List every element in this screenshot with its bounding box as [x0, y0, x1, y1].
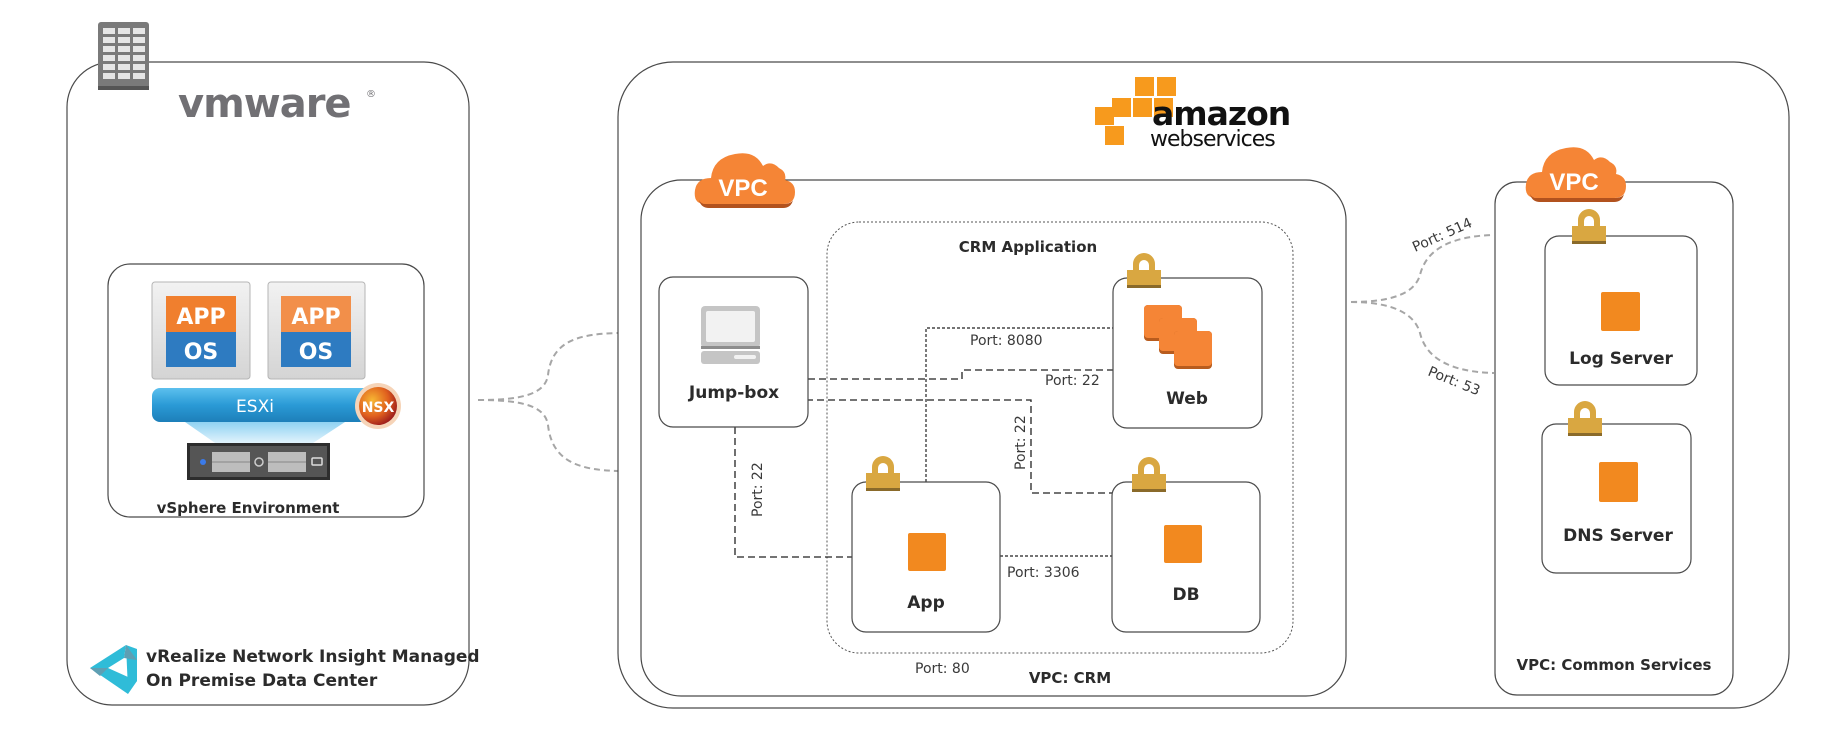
vpc-common-services-label: VPC: Common Services — [1517, 656, 1712, 674]
vpc-crm-box[interactable] — [640, 179, 1347, 697]
building-window — [133, 55, 145, 61]
crm-application-label: CRM Application — [959, 238, 1097, 256]
connection-jumpbox-to-web — [808, 369, 1113, 380]
crm-application-group[interactable] — [826, 221, 1294, 654]
building-window — [118, 73, 130, 79]
esxi-bar: ESXi — [152, 388, 372, 422]
footer-title-line2: On Premise Data Center — [146, 671, 378, 691]
dns-server-lock-icon — [1568, 401, 1602, 436]
vpc-common-cloud-icon: VPC — [1525, 147, 1626, 202]
building-window — [103, 28, 115, 34]
dns-server-instance-icon — [1599, 462, 1638, 502]
building-window — [133, 73, 145, 79]
vsphere-label: vSphere Environment — [157, 499, 340, 517]
app-lock-icon — [866, 456, 900, 491]
vm-1-os-label: OS — [184, 340, 219, 365]
log-server-instance-icon — [1601, 292, 1640, 331]
connector-onprem-to-aws-top — [477, 332, 619, 401]
nsx-label: NSX — [362, 400, 395, 416]
vrealize-logo-icon — [90, 645, 137, 694]
aws-cubes-icon — [1095, 77, 1176, 145]
log-server-node[interactable]: Log Server — [1544, 235, 1698, 386]
registered-mark: ® — [366, 89, 376, 100]
building-window — [118, 28, 130, 34]
port-label-8080: Port: 8080 — [970, 333, 1043, 349]
vpc-crm-badge-label: VPC — [718, 175, 767, 202]
building-window — [118, 46, 130, 52]
connector-crm-to-dns — [1350, 301, 1495, 374]
esxi-beam — [185, 422, 345, 445]
web-lock-icon — [1127, 253, 1161, 288]
on-premise-container — [66, 61, 470, 706]
vm-1[interactable]: APP OS — [151, 281, 251, 380]
dns-server-label: DNS Server — [1563, 526, 1673, 546]
building-window — [103, 55, 115, 61]
vmware-logo-text: vmware — [178, 81, 351, 127]
port-label-53: Port: 53 — [1426, 364, 1483, 399]
jumpbox-node[interactable]: Jump-box — [658, 276, 809, 428]
db-lock-icon — [1132, 457, 1166, 492]
port-label-jumpbox-db: Port: 22 — [1013, 415, 1029, 470]
building-window — [133, 46, 145, 52]
connection-jumpbox-to-db — [806, 399, 1112, 494]
svg-text:vmware: vmware — [178, 81, 351, 127]
web-instances-icon — [1144, 305, 1212, 369]
port-label-jumpbox-web: Port: 22 — [1045, 373, 1100, 389]
connection-app-to-web — [925, 327, 1113, 482]
port-label-3306: Port: 3306 — [1007, 565, 1080, 581]
nsx-badge: NSX — [355, 383, 401, 429]
port-label-jumpbox-app: Port: 22 — [750, 462, 766, 517]
db-label: DB — [1172, 585, 1199, 605]
port-label-80: Port: 80 — [915, 661, 970, 677]
db-node[interactable]: DB — [1111, 481, 1261, 633]
building-window — [118, 37, 130, 43]
building-window — [118, 55, 130, 61]
port-label-514: Port: 514 — [1410, 215, 1475, 256]
vpc-crm-cloud-icon: VPC — [694, 153, 795, 208]
vsphere-environment-box[interactable] — [107, 263, 425, 518]
connector-onprem-to-aws-bottom — [477, 399, 619, 472]
footer-title-line1: vRealize Network Insight Managed — [146, 647, 480, 667]
building-window — [133, 64, 145, 70]
log-server-label: Log Server — [1569, 349, 1673, 369]
building-window — [103, 73, 115, 79]
vpc-crm-label: VPC: CRM — [1029, 669, 1111, 687]
vpc-common-badge-label: VPC — [1549, 169, 1598, 196]
vm-2-app-label: APP — [291, 305, 340, 330]
aws-logo-webservices: webservices — [1150, 127, 1275, 152]
building-window — [103, 64, 115, 70]
aws-container — [617, 61, 1790, 709]
app-node[interactable]: App — [851, 481, 1001, 633]
esxi-label: ESXi — [236, 397, 274, 417]
building-window — [133, 37, 145, 43]
server-icon — [187, 443, 330, 480]
laptop-icon — [701, 306, 760, 364]
aws-logo: amazon webservices — [1095, 77, 1291, 152]
connector-crm-to-log — [1350, 234, 1495, 303]
web-node[interactable]: Web — [1112, 277, 1263, 429]
building-window — [103, 37, 115, 43]
db-instance-icon — [1164, 525, 1202, 563]
log-server-lock-icon — [1572, 209, 1606, 244]
building-window — [118, 64, 130, 70]
app-label: App — [907, 593, 945, 613]
building-window — [133, 28, 145, 34]
dns-server-node[interactable]: DNS Server — [1541, 423, 1692, 574]
vm-2-os-label: OS — [299, 340, 334, 365]
web-label: Web — [1166, 389, 1208, 409]
building-window — [103, 46, 115, 52]
building-icon — [98, 22, 149, 90]
app-instance-icon — [908, 533, 946, 571]
vm-2[interactable]: APP OS — [267, 281, 366, 380]
vm-1-app-label: APP — [176, 305, 225, 330]
vmware-logo: vmware ® — [178, 81, 376, 127]
jumpbox-label: Jump-box — [688, 383, 779, 403]
aws-logo-amazon: amazon — [1152, 94, 1290, 133]
